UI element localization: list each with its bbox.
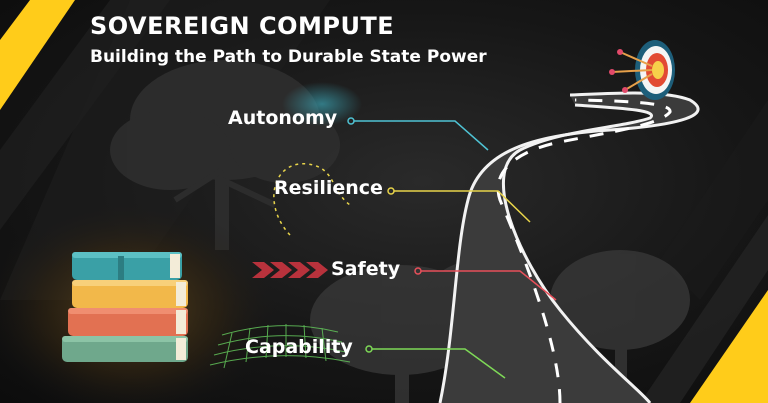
target-icon bbox=[609, 40, 675, 100]
milestone-safety: Safety bbox=[331, 258, 401, 280]
accent-band-bottom-right bbox=[640, 100, 768, 403]
connector-resilience bbox=[387, 187, 531, 223]
dot-pattern bbox=[282, 82, 362, 126]
connector-autonomy bbox=[347, 117, 489, 151]
chevrons-icon bbox=[252, 262, 328, 278]
page-title: SOVEREIGN COMPUTE bbox=[90, 12, 395, 40]
books-icon bbox=[62, 252, 188, 362]
tree-icon bbox=[110, 60, 340, 250]
milestone-capability: Capability bbox=[245, 336, 353, 358]
milestone-resilience: Resilience bbox=[274, 177, 383, 199]
connector-capability bbox=[365, 345, 506, 379]
connector-safety bbox=[414, 267, 557, 301]
page-subtitle: Building the Path to Durable State Power bbox=[90, 47, 487, 67]
milestone-autonomy: Autonomy bbox=[228, 107, 338, 129]
grid-icon bbox=[209, 324, 351, 369]
road-icon bbox=[438, 91, 700, 403]
resilience-arc bbox=[273, 163, 351, 236]
